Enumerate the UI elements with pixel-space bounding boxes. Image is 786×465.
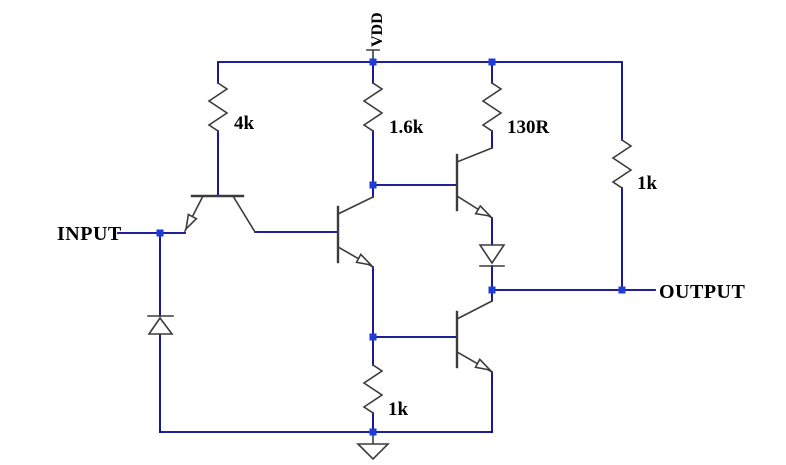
resistor-1k6-symbol: [362, 81, 384, 133]
resistor-1k-load-label: 1k: [637, 173, 658, 194]
q2-collector-node-wire: [372, 184, 458, 198]
input-label: INPUT: [57, 223, 122, 245]
transistor-q2: [336, 195, 375, 269]
junction-node-q2-emitter: [369, 333, 377, 341]
q3-emitter-arrow-icon: [474, 204, 493, 218]
q2-legs: [336, 195, 375, 269]
transistor-q4: [455, 299, 494, 374]
diode-output: [478, 244, 506, 267]
power-rail-wire: [217, 61, 623, 141]
junction-node-output-load: [618, 286, 626, 294]
ground-symbol: [356, 431, 390, 461]
output-label: OUTPUT: [659, 281, 746, 303]
q2-emitter-arrow-icon: [355, 253, 374, 267]
junction-node-q2-collector: [369, 181, 377, 189]
transistor-q3: [455, 146, 494, 220]
q1-legs: [183, 194, 257, 234]
wires: [117, 61, 656, 433]
q4-legs: [455, 299, 494, 374]
diode-output-triangle: [478, 244, 506, 265]
resistor-4k-label: 4k: [234, 113, 255, 134]
resistor-4k-symbol: [207, 81, 229, 133]
component-symbols: [147, 49, 633, 461]
resistor-130r-symbol: [481, 81, 503, 133]
q1-emitter-arrow-icon: [184, 213, 198, 232]
diode-input-triangle: [147, 316, 174, 335]
ground-triangle-icon: [356, 443, 390, 461]
junction-node-output: [488, 286, 496, 294]
diode-input-clamp: [147, 315, 174, 335]
resistor-130r-label: 130R: [507, 117, 550, 138]
transistor-q1: [183, 194, 257, 234]
vdd-label: VDD: [369, 12, 386, 47]
junction-node-ground: [369, 428, 377, 436]
junction-nodes: [156, 58, 626, 436]
resistor-1k-emitter-label: 1k: [388, 399, 409, 420]
junction-node-rail-130r: [488, 58, 496, 66]
resistor-1k-load-symbol: [611, 138, 633, 190]
junction-node-input: [156, 229, 164, 237]
junction-node-vdd: [369, 58, 377, 66]
resistor-1k6-label: 1.6k: [389, 117, 424, 138]
q2-emitter-node-wire: [372, 266, 458, 338]
q3-legs: [455, 146, 494, 220]
resistor-1k-emitter-symbol: [362, 363, 384, 415]
labels: VDD INPUT OUTPUT 4k 1.6k 130R 1k 1k: [57, 12, 746, 420]
q4-emitter-arrow-icon: [474, 358, 493, 372]
